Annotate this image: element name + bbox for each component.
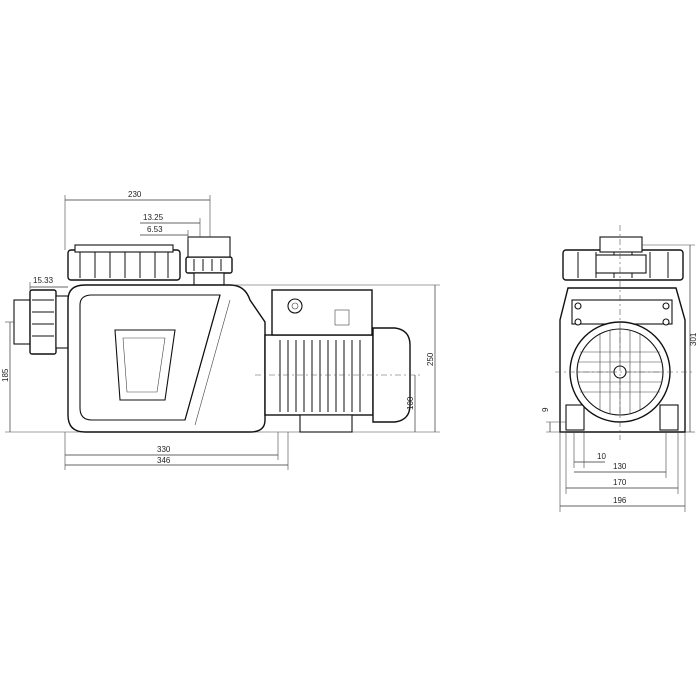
pump-housing <box>67 284 266 433</box>
front-view: 301 9 10 130 170 196 <box>541 225 698 512</box>
dim-side-6-53: 6.53 <box>147 225 163 234</box>
dim-front-301: 301 <box>689 332 698 346</box>
dim-side-230: 230 <box>128 190 142 199</box>
dim-side-100: 100 <box>406 396 415 410</box>
dim-side-330: 330 <box>157 445 171 454</box>
inlet-union <box>13 289 69 355</box>
dim-side-185: 185 <box>1 368 10 382</box>
dim-front-170: 170 <box>613 478 627 487</box>
dim-front-10: 10 <box>597 452 606 461</box>
dim-side-250: 250 <box>426 352 435 366</box>
dim-side-13-25: 13.25 <box>143 213 164 222</box>
dim-front-9: 9 <box>541 407 550 412</box>
motor <box>264 289 411 433</box>
side-view: 230 13.25 6.53 15.33 185 250 100 330 <box>1 190 440 470</box>
strainer-lid <box>67 244 181 281</box>
dim-front-196: 196 <box>613 496 627 505</box>
dim-side-15-33: 15.33 <box>33 276 54 285</box>
outlet-union <box>185 236 233 286</box>
dim-front-130: 130 <box>613 462 627 471</box>
dim-side-346: 346 <box>157 456 171 465</box>
front-lid <box>562 236 684 281</box>
